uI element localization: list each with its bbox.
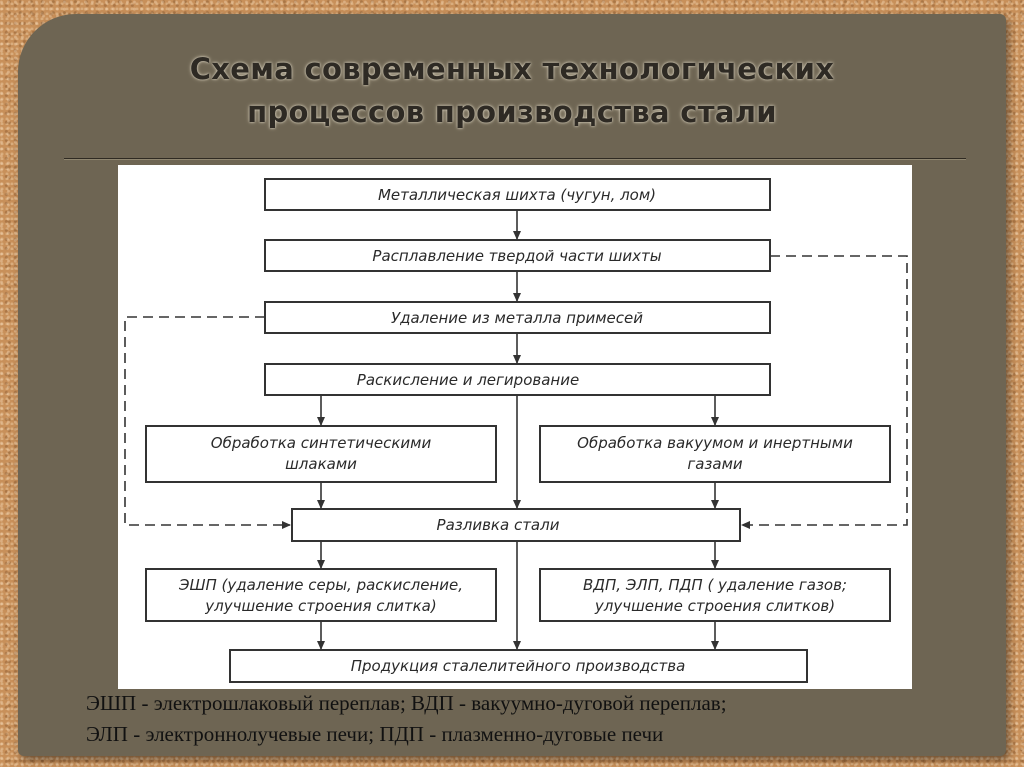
abbreviations-legend: ЭШП - электрошлаковый переплав; ВДП - ва… [86,688,966,750]
label-charge: Металлическая шихта (чугун, лом) [378,186,656,204]
label-casting: Разливка стали [437,516,560,534]
title-line-2: процессов производства стали [247,95,777,129]
label-var-line1: ВДП, ЭЛП, ПДП ( удаление газов; [583,576,847,594]
label-var-line2: улучшение строения слитков) [594,597,835,615]
process-diagram: Металлическая шихта (чугун, лом) Расплав… [118,165,912,689]
legend-line-2: ЭЛП - электроннолучевые печи; ПДП - плаз… [86,722,664,746]
box-casting [291,508,741,542]
label-esr-line2: улучшение строения слитка) [204,597,436,615]
label-vacuum-line2: газами [687,455,743,473]
slide-title: Схема современных технологических процес… [0,48,1024,134]
label-product: Продукция сталелитейного производства [351,657,686,675]
label-removal: Удаление из металла примесей [391,309,643,327]
box-product [229,649,808,683]
label-esr-line1: ЭШП (удаление серы, раскисление, [178,576,463,594]
legend-line-1: ЭШП - электрошлаковый переплав; ВДП - ва… [86,691,727,715]
dashed-bypass-left [124,316,291,529]
label-melting: Расплавление твердой части шихты [372,247,661,265]
label-slag-line1: Обработка синтетическими [211,434,432,452]
title-divider [64,158,966,159]
flowchart-svg: Металлическая шихта (чугун, лом) Расплав… [124,178,908,683]
dashed-bypass-right [741,255,908,529]
label-deoxidation: Раскисление и легирование [357,371,579,389]
label-slag-line2: шлаками [285,455,357,473]
title-line-1: Схема современных технологических [189,52,835,86]
label-vacuum-line1: Обработка вакуумом и инертными [577,434,853,452]
